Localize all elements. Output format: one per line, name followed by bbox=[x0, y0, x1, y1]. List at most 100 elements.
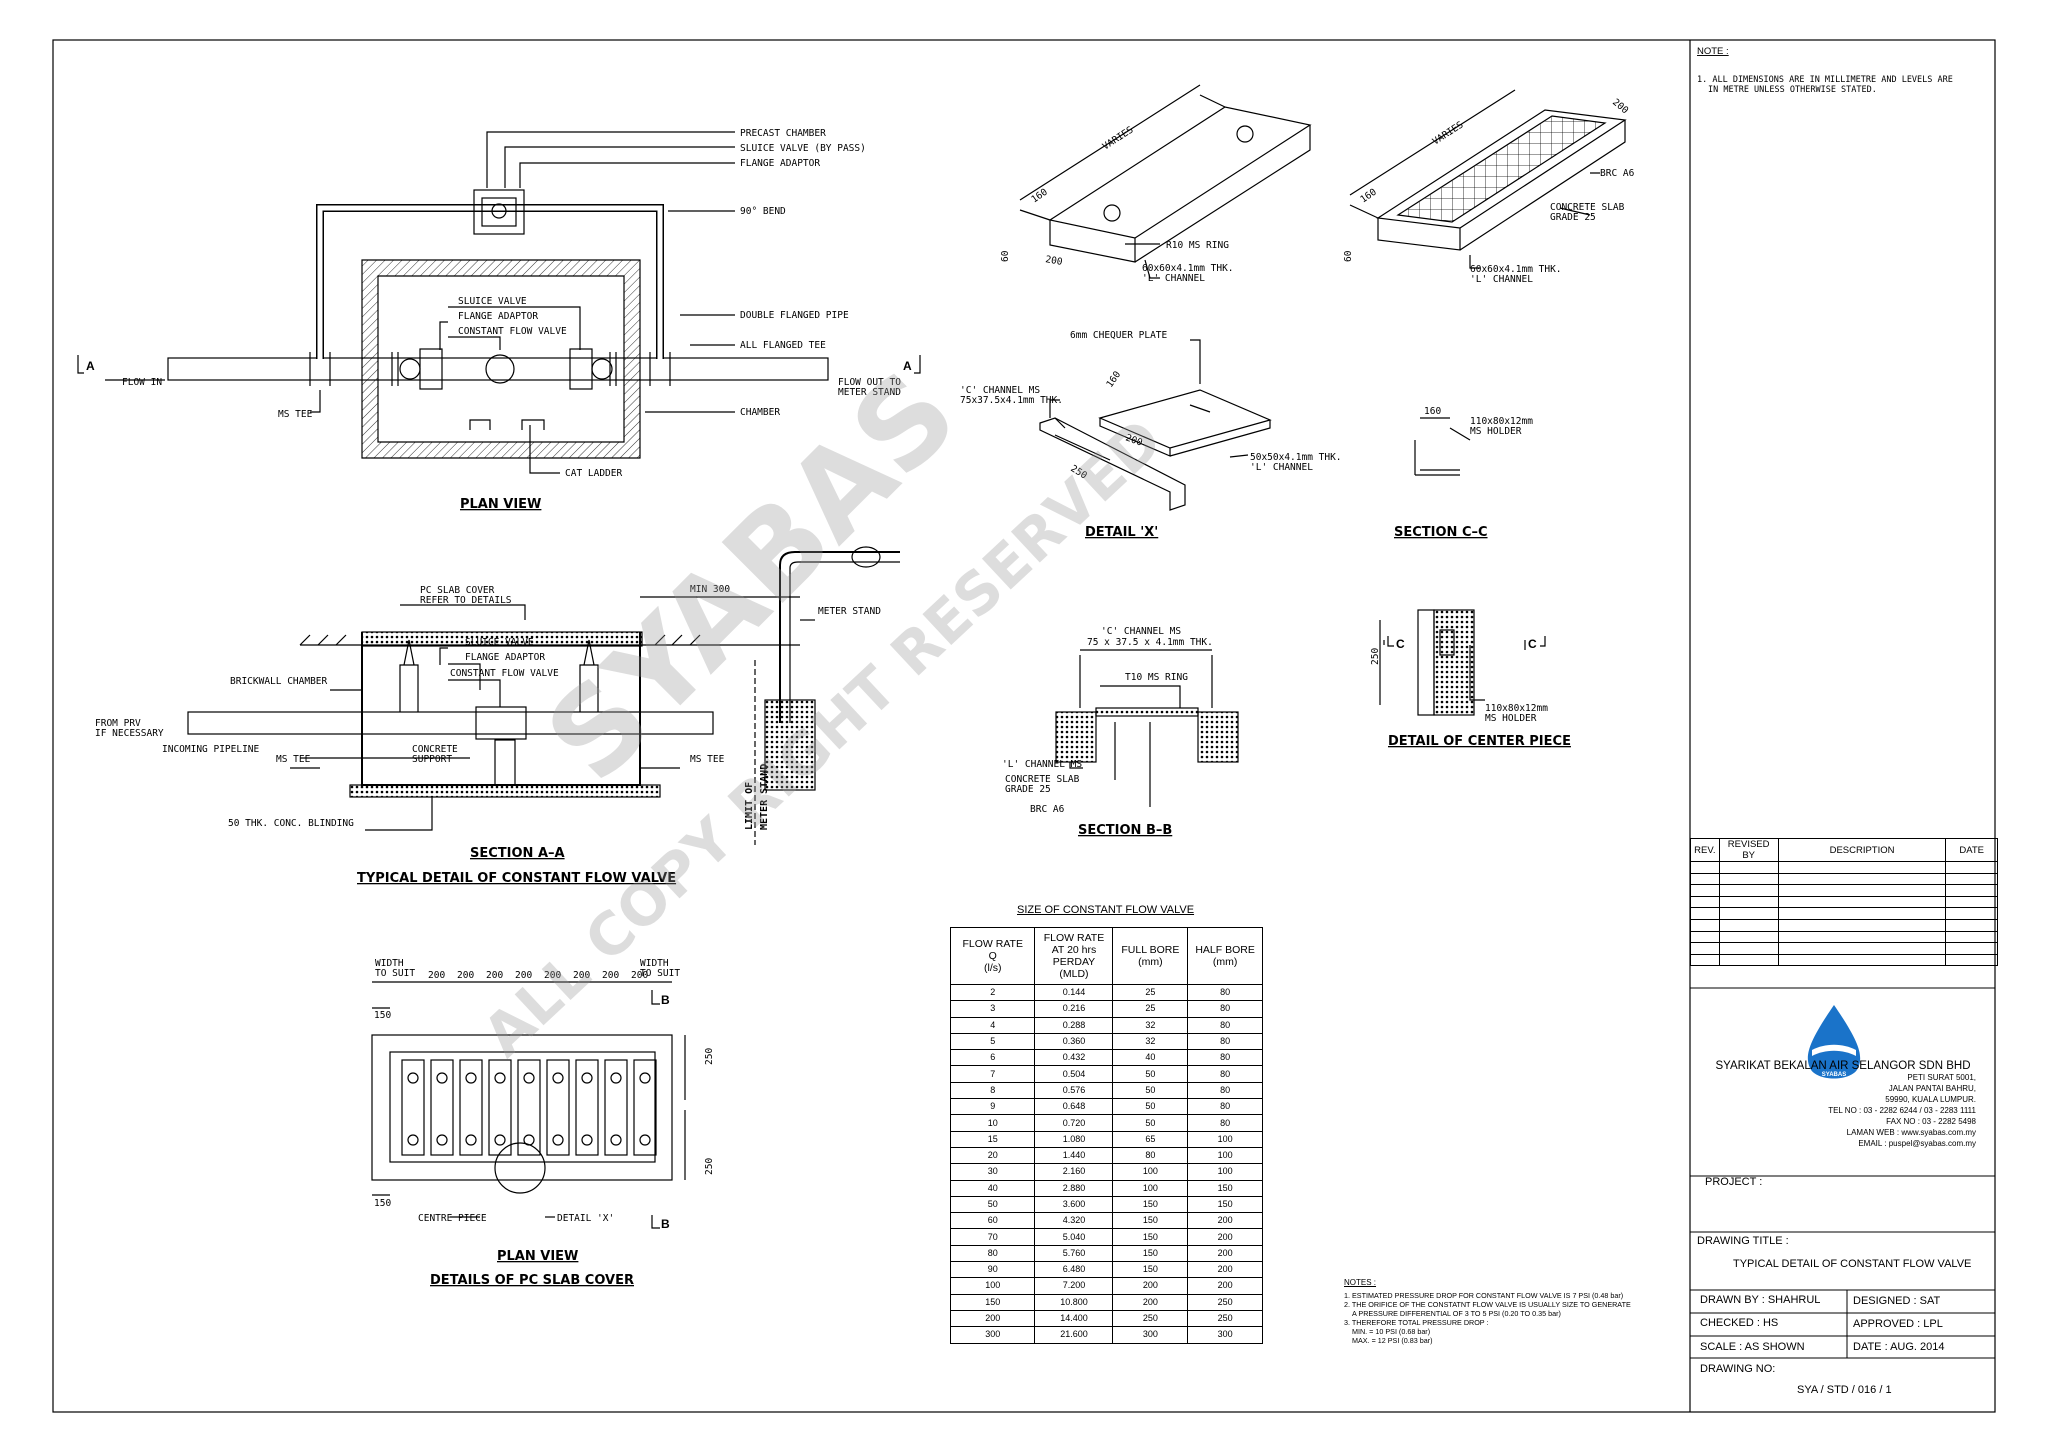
slab-ring bbox=[552, 1072, 564, 1084]
svg-text:60: 60 bbox=[1000, 250, 1011, 262]
slab-ring bbox=[407, 1072, 419, 1084]
table-cell: 0.504 bbox=[1034, 1065, 1114, 1083]
revision-header: DESCRIPTION bbox=[1777, 838, 1947, 862]
slab-ring bbox=[581, 1072, 593, 1084]
svg-text:A: A bbox=[903, 359, 912, 373]
notes-block: NOTES : 1. ESTIMATED PRESSURE DROP FOR C… bbox=[1344, 1278, 1631, 1345]
svg-text:WIDTH: WIDTH bbox=[375, 958, 404, 969]
slab-ring bbox=[436, 1134, 448, 1146]
table-cell: 0.216 bbox=[1034, 1000, 1114, 1018]
company-info: SYARIKAT BEKALAN AIR SELANGOR SDN BHD PE… bbox=[1690, 1060, 1998, 1149]
slab-ring bbox=[436, 1072, 448, 1084]
svg-text:LIMIT OF: LIMIT OF bbox=[744, 782, 755, 830]
slab-strip bbox=[546, 1059, 570, 1156]
table-cell: 4 bbox=[949, 1016, 1036, 1034]
svg-text:IF NECESSARY: IF NECESSARY bbox=[95, 728, 164, 739]
detail-x bbox=[1039, 339, 1272, 511]
table-cell: 50 bbox=[1112, 1114, 1189, 1132]
svg-text:CONSTANT FLOW VALVE: CONSTANT FLOW VALVE bbox=[458, 326, 567, 337]
table-cell: 150 bbox=[1112, 1195, 1189, 1214]
table-cell: 50 bbox=[1112, 1065, 1189, 1083]
svg-text:T10 MS RING: T10 MS RING bbox=[1125, 672, 1188, 683]
table-cell: 150 bbox=[1112, 1261, 1189, 1279]
section-bb bbox=[1055, 649, 1239, 807]
svg-text:50 THK. CONC. BLINDING: 50 THK. CONC. BLINDING bbox=[228, 818, 354, 829]
slab-dimension: 200 bbox=[486, 970, 503, 981]
table-cell: 100 bbox=[1187, 1146, 1263, 1165]
table-cell: 150 bbox=[1112, 1212, 1189, 1230]
table-cell: 300 bbox=[1112, 1326, 1189, 1344]
revision-row bbox=[1690, 953, 1998, 967]
svg-text:250: 250 bbox=[704, 1158, 715, 1175]
table-cell: 65 bbox=[1112, 1130, 1189, 1148]
slab-dimension: 200 bbox=[544, 970, 561, 981]
table-cell: 0.144 bbox=[1034, 983, 1114, 1002]
svg-text:150: 150 bbox=[374, 1198, 391, 1209]
cfv-header-2: FULL BORE(mm) bbox=[1112, 927, 1189, 985]
slab-dimension: 200 bbox=[573, 970, 590, 981]
table-cell: 4.320 bbox=[1034, 1212, 1114, 1230]
section-aa bbox=[187, 546, 900, 845]
table-cell: 50 bbox=[1112, 1098, 1189, 1116]
slab-dimension: 200 bbox=[515, 970, 532, 981]
svg-text:CONCRETE: CONCRETE bbox=[412, 744, 458, 755]
svg-text:250: 250 bbox=[704, 1048, 715, 1065]
svg-text:FLANGE ADAPTOR: FLANGE ADAPTOR bbox=[458, 311, 538, 322]
svg-text:SLUICE VALVE (BY PASS): SLUICE VALVE (BY PASS) bbox=[740, 143, 866, 154]
section-cc-labels: 160 110x80x12mm MS HOLDER SECTION C–C bbox=[1394, 406, 1533, 540]
table-cell: 200 bbox=[1187, 1261, 1263, 1279]
table-cell: 0.432 bbox=[1034, 1049, 1114, 1067]
drawing-title: TYPICAL DETAIL OF CONSTANT FLOW VALVE bbox=[1733, 1258, 1972, 1270]
svg-text:NOTE :: NOTE : bbox=[1697, 46, 1729, 57]
table-cell: 80 bbox=[1187, 1098, 1263, 1116]
svg-text:75 x 37.5 x 4.1mm THK.: 75 x 37.5 x 4.1mm THK. bbox=[1087, 637, 1213, 648]
table-cell: 100 bbox=[1112, 1179, 1189, 1197]
slab-strip bbox=[430, 1059, 454, 1156]
section-bb-labels: 'C' CHANNEL MS 75 x 37.5 x 4.1mm THK. T1… bbox=[1002, 626, 1213, 838]
drawing-title-label: DRAWING TITLE : bbox=[1697, 1235, 1789, 1247]
table-cell: 250 bbox=[1112, 1309, 1189, 1328]
pc-slab-subtitle: DETAILS OF PC SLAB COVER bbox=[430, 1273, 634, 1288]
table-cell: 80 bbox=[1187, 1016, 1263, 1034]
svg-text:REFER TO DETAILS: REFER TO DETAILS bbox=[420, 595, 512, 606]
plan-view-title: PLAN VIEW bbox=[460, 497, 541, 512]
svg-text:MS HOLDER: MS HOLDER bbox=[1485, 713, 1537, 724]
slab-strip bbox=[488, 1059, 512, 1156]
table-cell: 2.880 bbox=[1034, 1179, 1114, 1197]
table-cell: 8 bbox=[949, 1081, 1036, 1100]
svg-text:WIDTH: WIDTH bbox=[640, 958, 669, 969]
svg-text:GRADE 25: GRADE 25 bbox=[1550, 212, 1596, 223]
svg-text:PC SLAB COVER: PC SLAB COVER bbox=[420, 585, 495, 596]
svg-text:'L' CHANNEL: 'L' CHANNEL bbox=[1470, 274, 1533, 285]
table-cell: 6.480 bbox=[1034, 1261, 1114, 1279]
svg-text:'L' CHANNEL: 'L' CHANNEL bbox=[1250, 462, 1313, 473]
svg-text:VARIES: VARIES bbox=[1101, 124, 1136, 152]
table-cell: 21.600 bbox=[1034, 1326, 1114, 1344]
svg-text:'C' CHANNEL MS: 'C' CHANNEL MS bbox=[960, 385, 1040, 396]
section-aa-labels: PC SLAB COVER REFER TO DETAILS MIN 300 M… bbox=[95, 584, 881, 886]
svg-text:FLANGE ADAPTOR: FLANGE ADAPTOR bbox=[740, 158, 820, 169]
table-cell: 100 bbox=[1112, 1163, 1189, 1181]
svg-text:FROM PRV: FROM PRV bbox=[95, 718, 141, 729]
table-cell: 2 bbox=[949, 983, 1036, 1002]
section-bb-title: SECTION B–B bbox=[1078, 823, 1172, 838]
table-cell: 32 bbox=[1112, 1032, 1189, 1051]
table-cell: 100 bbox=[1187, 1130, 1263, 1148]
table-cell: 150 bbox=[1112, 1244, 1189, 1263]
table-cell: 25 bbox=[1112, 1000, 1189, 1018]
svg-text:B: B bbox=[661, 993, 670, 1007]
svg-text:IN METRE UNLESS OTHERWISE STAT: IN METRE UNLESS OTHERWISE STATED. bbox=[1708, 85, 1877, 95]
svg-text:BRC A6: BRC A6 bbox=[1600, 168, 1635, 179]
drawing-no-label: DRAWING NO: bbox=[1700, 1363, 1776, 1375]
table-cell: 7.200 bbox=[1034, 1277, 1114, 1295]
slab-left-labels: VARIES 160 200 60 R10 MS RING 60x60x4.1m… bbox=[1000, 124, 1234, 284]
svg-text:CAT LADDER: CAT LADDER bbox=[565, 468, 622, 479]
